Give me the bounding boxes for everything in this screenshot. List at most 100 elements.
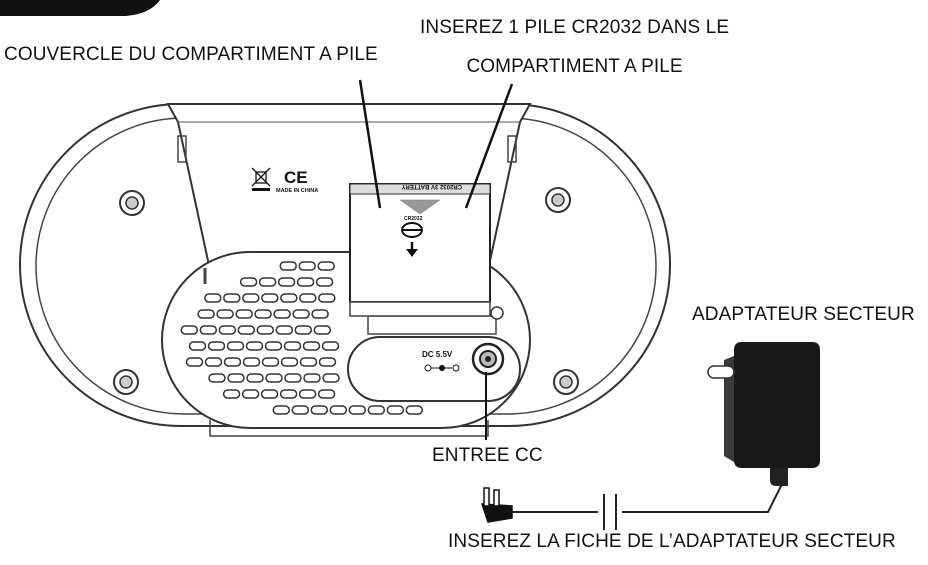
vent-slot: [292, 309, 310, 319]
vent-slot: [275, 325, 294, 335]
label-insert-battery-line2: COMPARTIMENT A PILE: [466, 56, 683, 77]
screw-right-bottom: [553, 369, 579, 395]
vent-slot: [298, 261, 316, 271]
vent-slot: [280, 293, 298, 303]
vent-slots: [180, 261, 424, 415]
vent-slot: [199, 325, 218, 335]
vent-slot: [386, 405, 405, 415]
corner-tab: [0, 0, 160, 16]
vent-slot: [348, 405, 367, 415]
adapter-cable: [510, 483, 783, 513]
vent-slot: [256, 325, 275, 335]
vent-slot: [367, 405, 386, 415]
vent-slot: [310, 405, 329, 415]
ce-mark: CE: [284, 168, 308, 187]
down-arrow-icon: [406, 242, 418, 257]
label-insert-battery: INSEREZ 1 PILE CR2032 DANS LE COMPARTIME…: [420, 8, 729, 86]
vent-slot: [235, 309, 253, 319]
ac-adapter: [707, 342, 820, 486]
label-insert-adapter-plug: INSEREZ LA FICHE DE L’ADAPTATEUR SECTEUR: [448, 531, 896, 552]
screw-left-top: [119, 190, 145, 216]
vent-slot: [313, 325, 332, 335]
polarity-symbol: [424, 364, 460, 372]
label-dc-input: ENTREE CC: [432, 445, 543, 466]
weee-bin-icon: [251, 167, 271, 191]
vent-slot: [277, 277, 296, 287]
vent-slot: [302, 341, 321, 351]
vent-slot: [272, 405, 291, 415]
side-clip-left: [177, 135, 187, 163]
dc-plug: [480, 487, 513, 523]
vent-slot: [311, 309, 329, 319]
reset-button: [490, 306, 504, 320]
vent-slot: [222, 389, 241, 399]
label-insert-battery-line1: INSEREZ 1 PILE CR2032 DANS LE: [420, 17, 730, 38]
cover-grip-lines: [399, 199, 441, 215]
label-ac-adapter: ADAPTATEUR SECTEUR: [692, 304, 915, 325]
vent-slot: [303, 373, 321, 383]
vent-slot: [264, 341, 283, 351]
vent-slot: [317, 261, 335, 271]
adapter-prong: [707, 365, 735, 379]
vent-slot: [265, 373, 283, 383]
vent-slot: [204, 357, 223, 367]
vent-slot: [296, 277, 315, 287]
svg-text:CR2032: CR2032: [404, 216, 423, 222]
vent-slot: [207, 341, 226, 351]
vent-slot: [241, 389, 260, 399]
vent-slot: [279, 261, 297, 271]
made-in-text: MADE IN CHINA: [276, 188, 318, 194]
vent-slot: [318, 293, 336, 303]
vent-slot: [322, 373, 340, 383]
vent-slot: [315, 277, 334, 287]
screw-right-top: [545, 187, 571, 213]
vent-slot: [223, 357, 242, 367]
leader-battery: [464, 83, 514, 209]
vent-slot: [317, 389, 336, 399]
vent-slot: [188, 341, 207, 351]
vent-slot: [180, 325, 199, 335]
vent-slot: [239, 277, 258, 287]
vent-slot: [299, 357, 318, 367]
side-clip-right: [507, 135, 517, 163]
vent-slot: [294, 325, 313, 335]
vent-slot: [242, 357, 261, 367]
vent-slot: [226, 341, 245, 351]
dc-rating-text: DC 5.5V: [422, 350, 453, 359]
vent-slot: [208, 373, 226, 383]
vent-slot: [258, 277, 277, 287]
vent-slot: [273, 309, 291, 319]
vent-slot: [279, 389, 298, 399]
vent-slot: [298, 389, 317, 399]
vent-slot: [227, 373, 245, 383]
vent-slot: [291, 405, 310, 415]
vent-slot: [284, 373, 302, 383]
vent-slot: [405, 405, 424, 415]
vent-slot: [216, 309, 234, 319]
label-battery-cover: COUVERCLE DU COMPARTIMENT A PILE: [4, 44, 378, 65]
svg-text:CR2032 3V BATTERY: CR2032 3V BATTERY: [402, 183, 462, 189]
vent-slot: [237, 325, 256, 335]
vent-slot: [246, 373, 264, 383]
vent-slot: [261, 293, 279, 303]
vent-slot: [242, 293, 260, 303]
vent-slot: [321, 341, 340, 351]
vent-slot: [261, 357, 280, 367]
vent-slot: [299, 293, 317, 303]
vent-slot: [197, 309, 215, 319]
vent-slot: [254, 309, 272, 319]
vent-slot: [318, 357, 337, 367]
vent-slot: [245, 341, 264, 351]
vent-slot: [280, 357, 299, 367]
screw-left-bottom: [113, 369, 139, 395]
vent-slot: [204, 293, 222, 303]
vent-slot: [218, 325, 237, 335]
leader-cover: [358, 79, 382, 209]
vent-slot: [223, 293, 241, 303]
battery-coin-icon: CR2032: [401, 216, 423, 238]
vent-slot: [329, 405, 348, 415]
vent-slot: [185, 357, 204, 367]
vent-slot: [283, 341, 302, 351]
vent-slot: [260, 389, 279, 399]
